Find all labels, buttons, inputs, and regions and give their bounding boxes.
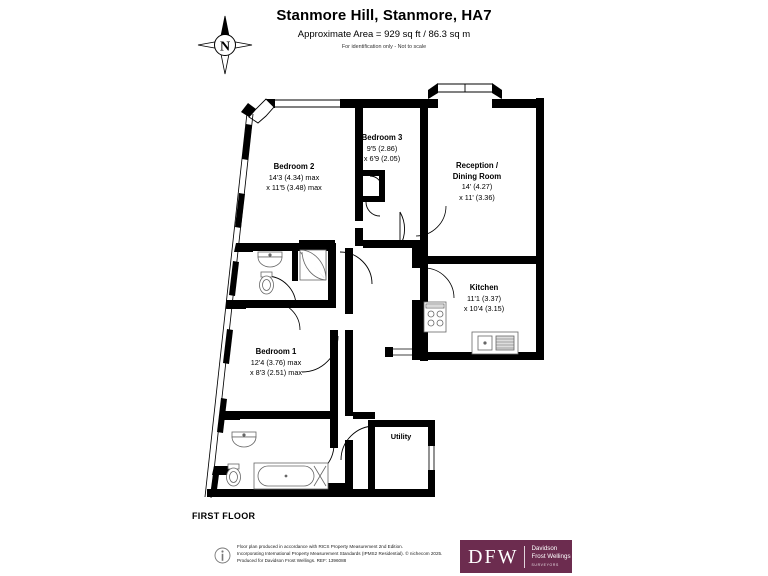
room-dim-1: 12'4 (3.76) max — [250, 357, 302, 367]
bathtub — [253, 462, 329, 490]
kitchen-sink-unit — [471, 331, 519, 355]
footer-line-1: Floor plan produced in accordance with R… — [237, 544, 403, 549]
footer: Floor plan produced in accordance with R… — [214, 540, 574, 574]
plan-fixtures — [226, 249, 519, 490]
room-label-bedroom-2: Bedroom 2 14'3 (4.34) max x 11'5 (3.48) … — [246, 162, 342, 194]
room-dim-2: x 11'5 (3.48) max — [266, 183, 322, 192]
room-name: Bedroom 2 — [273, 162, 315, 171]
room-label-kitchen: Kitchen 11'1 (3.37) x 10'4 (3.15) — [448, 283, 520, 315]
basin-upper — [257, 251, 283, 268]
room-label-bedroom-1: Bedroom 1 12'4 (3.76) max x 8'3 (2.51) m… — [229, 347, 323, 379]
logo-mark: DFW — [468, 545, 519, 568]
toilet-lower — [226, 463, 241, 487]
shower-cubicle — [299, 249, 327, 281]
logo-line-3: SURVEYORS — [531, 562, 559, 567]
bay-window — [395, 83, 544, 108]
footer-line-3: Produced for Davidson Frost Wellings. RE… — [237, 558, 347, 564]
floor-level-label: FIRST FLOOR — [192, 511, 256, 521]
disclaimer-text: For identification only - Not to scale — [341, 44, 427, 50]
room-dim-2: x 11' (3.36) — [459, 192, 495, 202]
compass-rose-icon: N — [196, 14, 254, 76]
logo-line-1: Davidson — [531, 544, 558, 552]
approximate-area: Approximate Area = 929 sq ft / 86.3 sq m — [297, 29, 471, 40]
plan-walls — [204, 78, 544, 499]
room-name: Bedroom 3 — [361, 133, 403, 142]
footer-disclaimer: Floor plan produced in accordance with R… — [237, 543, 442, 565]
header: Stanmore Hill, Stanmore, HA7 Approximate… — [0, 0, 768, 52]
room-label-reception-dining-room: Reception / Dining Room 14' (4.27) x 11'… — [432, 161, 522, 203]
page-title: Stanmore Hill, Stanmore, HA7 — [276, 7, 492, 24]
room-name-line2: Dining Room — [452, 171, 502, 181]
room-name: Kitchen — [469, 283, 499, 292]
room-dim-2: x 8'3 (2.51) max — [249, 368, 303, 377]
logo-wordmark: Davidson Frost Wellings SURVEYORS — [531, 545, 570, 569]
room-name: Utility — [390, 432, 412, 441]
logo-line-2: Frost Wellings — [531, 552, 571, 560]
cooker-hob — [423, 301, 447, 333]
footer-line-2: Incorporating International Property Mea… — [237, 551, 443, 557]
room-label-bedroom-3: Bedroom 3 9'5 (2.86) x 6'9 (2.05) — [345, 133, 419, 165]
basin-lower — [231, 431, 257, 448]
toilet-upper — [259, 271, 274, 295]
dfw-logo: DFW Davidson Frost Wellings SURVEYORS — [460, 540, 572, 573]
room-dim-2: x 6'9 (2.05) — [363, 154, 401, 163]
logo-divider — [524, 545, 526, 568]
room-name: Reception / — [455, 161, 499, 170]
room-dim-1: 14'3 (4.34) max — [268, 172, 320, 182]
compass-north-label: N — [220, 40, 230, 55]
room-dim-1: 9'5 (2.86) — [366, 143, 398, 153]
room-dim-2: x 10'4 (3.15) — [463, 304, 505, 313]
room-name: Bedroom 1 — [255, 347, 297, 356]
room-label-utility: Utility — [377, 432, 425, 443]
room-dim-1: 11'1 (3.37) — [466, 293, 502, 303]
info-circle-icon — [214, 547, 231, 564]
room-dim-1: 14' (4.27) — [461, 182, 493, 191]
